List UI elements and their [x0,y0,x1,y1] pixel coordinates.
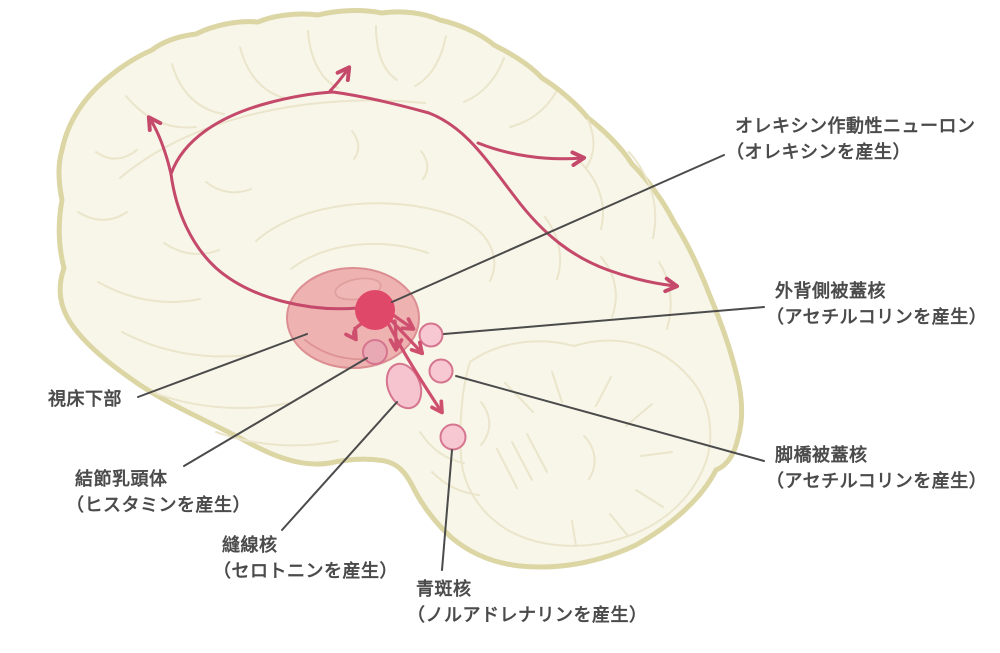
label-raphe-product: （セロトニンを産生） [213,561,398,581]
arrow-to-lc [387,323,444,415]
pointer-orexin [391,154,725,303]
cerebrum-sulci [77,25,672,447]
label-ldt-name: 外背側被蓋核 [775,281,886,301]
target-nuclei [362,322,467,451]
label-hypothalamus: 視床下部 [48,386,122,412]
orexin-neuron-node [355,290,395,330]
label-tmn-product: （ヒスタミンを産生） [66,495,251,515]
label-laterodorsal-tegmental-nucleus: 外背側被蓋核 （アセチルコリンを産生） [766,278,987,330]
arrow-to-ppt [389,318,425,356]
label-ldt-product: （アセチルコリンを産生） [766,307,988,327]
projection-arc-over-top [169,90,680,294]
label-ppt-product: （アセチルコリンを産生） [766,471,988,491]
label-tuberomammillary-nucleus: 結節乳頭体 （ヒスタミンを産生） [66,466,251,518]
hypothalamus-region [286,267,420,369]
projection-arrow-parietal [328,65,352,93]
label-lc-name: 青斑核 [416,579,472,599]
label-raphe-nucleus: 縫線核 （セロトニンを産生） [213,532,398,584]
ldt-node [418,322,444,348]
label-raphe-name: 縫線核 [222,535,278,555]
label-pointer-lines [137,154,765,571]
label-pedunculopontine-tegmental-nucleus: 脚橋被蓋核 （アセチルコリンを産生） [766,442,987,494]
pointer-ldt [443,306,765,335]
label-ppt-name: 脚橋被蓋核 [775,445,868,465]
label-orexin-name: オレキシン作動性ニューロン [735,116,976,136]
label-tmn-name: 結節乳頭体 [75,469,168,489]
label-locus-coeruleus: 青斑核 （ノルアドレナリンを産生） [407,576,648,628]
ppt-node [428,358,454,384]
pointer-lc [441,449,453,571]
projection-loop [169,172,360,311]
lc-node [439,423,467,451]
label-orexin-neurons: オレキシン作動性ニューロン （オレキシンを産生） [726,113,976,165]
pointer-tmn [183,357,368,467]
label-orexin-product: （オレキシンを産生） [726,142,911,162]
label-lc-product: （ノルアドレナリンを産生） [407,605,648,625]
projection-arrow-occipital [476,141,587,167]
raphe-nucleus-node [385,362,423,410]
orexin-projection-arcs [146,65,680,311]
pointer-raphe [281,401,398,531]
projection-arrow-frontal [146,115,173,176]
tmn-node [362,339,388,365]
cerebellum-texture [419,339,712,547]
pointer-ppt [455,375,765,462]
label-hypothalamus-name: 視床下部 [48,389,122,409]
pointer-hypothalamus [137,333,308,398]
